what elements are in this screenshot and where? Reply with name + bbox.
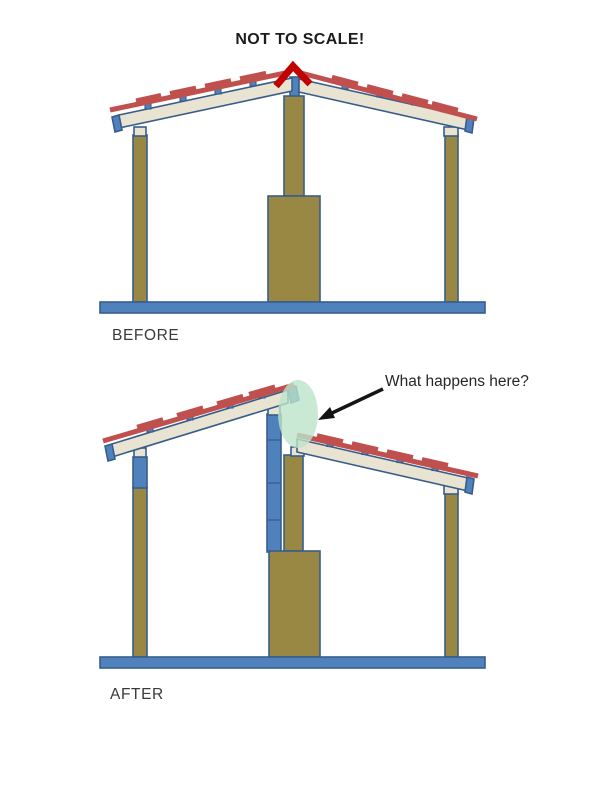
right-post (444, 492, 459, 658)
roof-battens-right (300, 70, 478, 122)
left-post-extension (132, 456, 148, 489)
batten-tab (136, 417, 164, 430)
batten-strip (102, 382, 295, 444)
left-post (132, 486, 148, 658)
batten-tab (316, 433, 344, 444)
rafter-right-eave-cap (464, 475, 475, 496)
batten-tab (169, 85, 197, 96)
left-post (132, 134, 148, 303)
left-post-cap (133, 126, 147, 137)
after-label: AFTER (110, 686, 164, 703)
ridge-cap (273, 60, 313, 89)
batten-tab (239, 70, 267, 81)
batten-tab (248, 384, 276, 397)
before-diagram (99, 60, 486, 314)
ground-beam (99, 656, 486, 669)
center-pier (268, 550, 321, 658)
ground-beam (99, 301, 486, 314)
diagram-title: NOT TO SCALE! (235, 31, 365, 48)
king-post (283, 95, 305, 197)
roof-battens-left (102, 382, 295, 444)
batten-tab (331, 74, 359, 87)
before-label: BEFORE (112, 327, 180, 344)
annotation-text: What happens here? (385, 373, 529, 390)
batten-tab (351, 441, 379, 452)
batten-tab (176, 405, 204, 418)
batten-tab (366, 84, 394, 96)
roof-battens-left (109, 69, 291, 113)
batten-strip (296, 432, 479, 479)
arrow-head (318, 407, 335, 420)
batten-tab (431, 101, 459, 113)
batten-tab (386, 449, 414, 460)
after-diagram (99, 380, 486, 669)
rafter-left (111, 388, 289, 459)
batten-tab (401, 93, 429, 105)
right-post-cap (443, 126, 459, 137)
batten-tab (204, 78, 232, 89)
batten-strip (300, 70, 478, 122)
right-post (444, 134, 459, 303)
batten-strip (109, 69, 291, 113)
center-pier (267, 195, 321, 303)
batten-tab (216, 393, 244, 406)
rafter-left-eave-cap (104, 442, 116, 463)
batten-tab (421, 457, 449, 468)
batten-tab (135, 93, 162, 103)
annotation-arrow (318, 387, 384, 420)
king-post (283, 454, 304, 552)
roof-battens-right (296, 432, 479, 479)
highlight-ellipse (278, 380, 318, 448)
arrow-shaft (331, 387, 384, 415)
rafter-left-eave-cap (111, 113, 123, 134)
